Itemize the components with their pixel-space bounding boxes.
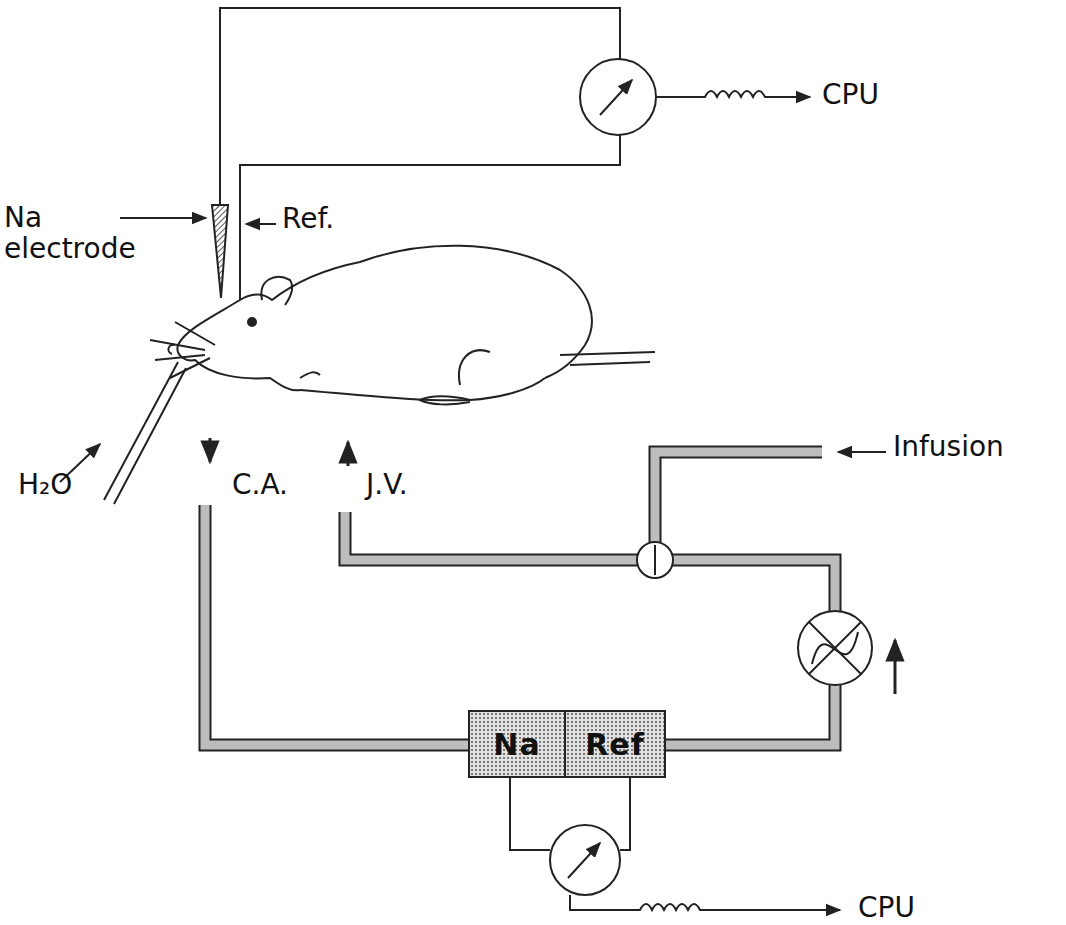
box-text: Na	[493, 727, 540, 762]
cpu-label: CPU	[822, 80, 879, 111]
box-text: Ref	[585, 727, 645, 762]
cpu-label: CPU	[858, 893, 915, 924]
water-label: H₂O	[18, 470, 72, 501]
infusion-label: Infusion	[893, 432, 1004, 463]
electrode-label: Na electrode	[4, 203, 114, 265]
artery-label: C.A.	[232, 470, 288, 501]
reference-label: Ref.	[282, 204, 334, 235]
sodium-sensor-box: Na	[468, 710, 566, 778]
reference-sensor-box: Ref	[564, 710, 666, 778]
vein-label: J.V.	[366, 470, 408, 501]
